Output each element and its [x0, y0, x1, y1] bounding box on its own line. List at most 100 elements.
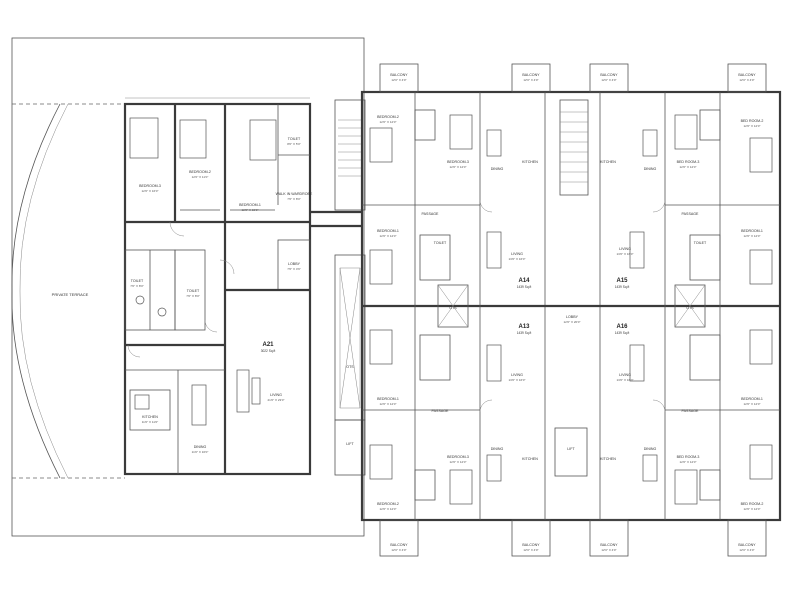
- ots-label: OTS: [686, 306, 694, 310]
- tower-block: BALCONY 12'0" X 4'0" BALCONY 12'0" X 4'0…: [360, 63, 782, 557]
- svg-text:12'0" X 12'0": 12'0" X 12'0": [380, 234, 397, 238]
- dining-label: DINING: [194, 445, 207, 449]
- balcony-label: BALCONY: [600, 73, 618, 77]
- living-label: LIVING: [511, 373, 523, 377]
- lobby-label: LOBBY: [288, 262, 301, 266]
- bed-icon: [369, 329, 393, 365]
- bedroom-3-label: BEDROOM-3: [139, 184, 161, 188]
- bedroom-label: BEDROOM-2: [377, 115, 399, 119]
- svg-text:12'0" X 4'0": 12'0" X 4'0": [739, 548, 754, 552]
- bed-icon: [449, 114, 473, 150]
- bedroom-label: BED ROOM-2: [741, 502, 764, 506]
- svg-text:8'0" X 5'0": 8'0" X 5'0": [287, 142, 301, 146]
- dining-label: DINING: [491, 167, 504, 171]
- unit-a16-label: A16: [616, 324, 628, 330]
- dining-table-icon: [486, 454, 502, 482]
- balcony-label: BALCONY: [738, 73, 756, 77]
- bedroom-label: BEDROOM-3: [447, 455, 469, 459]
- svg-text:11'0" X 16'0": 11'0" X 16'0": [192, 450, 209, 454]
- dining-table-icon: [486, 129, 502, 157]
- kitchen-label: KITCHEN: [522, 457, 538, 461]
- svg-text:12'0" X 12'0": 12'0" X 12'0": [380, 402, 397, 406]
- bed-icon: [369, 444, 393, 480]
- svg-text:12'0" X 12'0": 12'0" X 12'0": [744, 402, 761, 406]
- ots-label: OTS: [449, 306, 457, 310]
- ots-label: OTS: [346, 365, 354, 369]
- private-terrace: PRIVATE TERRACE: [11, 37, 365, 537]
- balcony-label: BALCONY: [600, 543, 618, 547]
- svg-text:11'0" X 11'0": 11'0" X 11'0": [142, 420, 159, 424]
- svg-text:12'0" X 15'0": 12'0" X 15'0": [242, 208, 259, 212]
- sofa-icon: [236, 369, 250, 413]
- toilet-label: TOILET: [131, 279, 144, 283]
- dining-label: DINING: [644, 447, 657, 451]
- living-label: LIVING: [619, 373, 631, 377]
- svg-text:12'0" X 4'0": 12'0" X 4'0": [391, 548, 406, 552]
- svg-text:12'0" X 4'0": 12'0" X 4'0": [523, 548, 538, 552]
- svg-text:12'0" X 12'0": 12'0" X 12'0": [380, 120, 397, 124]
- bed-icon: [369, 249, 393, 285]
- toilet-label: TOILET: [187, 289, 200, 293]
- svg-text:13'0" X 16'0": 13'0" X 16'0": [617, 378, 634, 382]
- toilet-label: TOILET: [694, 241, 707, 245]
- private-terrace-label: PRIVATE TERRACE: [52, 292, 89, 297]
- svg-text:12'0" X 12'0": 12'0" X 12'0": [680, 165, 697, 169]
- living-label: LIVING: [511, 252, 523, 256]
- svg-text:12'0" X 12'0": 12'0" X 12'0": [380, 507, 397, 511]
- svg-text:13'0" X 16'0": 13'0" X 16'0": [509, 378, 526, 382]
- sofa-icon: [486, 231, 502, 269]
- svg-text:7'6" X 8'0": 7'6" X 8'0": [287, 197, 301, 201]
- bedroom-label: BEDROOM-1: [377, 397, 399, 401]
- bed-icon: [749, 329, 773, 365]
- bed-icon: [749, 249, 773, 285]
- bed-icon: [129, 117, 159, 159]
- kitchen-label: KITCHEN: [600, 160, 616, 164]
- bed-icon: [449, 469, 473, 505]
- svg-text:7'6" X 4'6": 7'6" X 4'6": [287, 267, 301, 271]
- svg-text:7'0" X 8'0": 7'0" X 8'0": [186, 294, 200, 298]
- living-label: LIVING: [619, 247, 631, 251]
- balcony-label: BALCONY: [738, 543, 756, 547]
- svg-text:12'0" X 4'0": 12'0" X 4'0": [391, 78, 406, 82]
- kitchen-label: KITCHEN: [142, 415, 158, 419]
- sofa-icon: [629, 231, 645, 269]
- unit-a15-area: 1439 Sq.ft: [615, 285, 630, 289]
- bed-icon: [749, 444, 773, 480]
- svg-text:12'0" X 12'0": 12'0" X 12'0": [744, 124, 761, 128]
- bedroom-label: BED ROOM-3: [677, 455, 700, 459]
- unit-a14-label: A14: [518, 278, 530, 284]
- unit-a13-area: 1439 Sq.ft: [517, 331, 532, 335]
- lift-label: LIFT: [567, 447, 575, 451]
- bed-icon: [249, 119, 277, 161]
- svg-text:12'0" X 11'0": 12'0" X 11'0": [192, 175, 209, 179]
- sofa-icon: [486, 344, 502, 382]
- bedroom-1-label: BEDROOM-1: [239, 203, 261, 207]
- bed-icon: [179, 119, 207, 159]
- passage-label: PASSAGE: [432, 409, 450, 413]
- svg-text:12'0" X 4'0": 12'0" X 4'0": [523, 78, 538, 82]
- kitchen-label: KITCHEN: [522, 160, 538, 164]
- bedroom-label: BEDROOM-2: [377, 502, 399, 506]
- balcony-label: BALCONY: [390, 73, 408, 77]
- balcony-label: BALCONY: [522, 73, 540, 77]
- unit-a21-area: 3022 Sq.ft: [261, 349, 276, 353]
- svg-text:13'0" X 16'0": 13'0" X 16'0": [617, 252, 634, 256]
- wc-icon: [135, 295, 145, 305]
- living-label: LIVING: [270, 393, 282, 397]
- balcony-label: BALCONY: [522, 543, 540, 547]
- unit-a16-area: 1439 Sq.ft: [615, 331, 630, 335]
- bed-icon: [369, 127, 393, 163]
- passage-label: PASSAGE: [422, 212, 440, 216]
- passage-label: PASSAGE: [682, 212, 700, 216]
- svg-text:12'0" X 4'0": 12'0" X 4'0": [601, 78, 616, 82]
- svg-text:12'0" X 12'0": 12'0" X 12'0": [680, 460, 697, 464]
- bedroom-label: BED ROOM-2: [741, 119, 764, 123]
- svg-text:12'0" X 12'0": 12'0" X 12'0": [744, 234, 761, 238]
- walkin-label: WALK IN WARDROBE: [276, 192, 313, 196]
- unit-a21-label: A21: [262, 342, 274, 348]
- unit-a14-area: 1439 Sq.ft: [517, 285, 532, 289]
- dining-table-icon: [642, 129, 658, 157]
- sofa-icon: [629, 344, 645, 382]
- bedroom-label: BEDROOM-3: [447, 160, 469, 164]
- bedroom-label: BED ROOM-3: [677, 160, 700, 164]
